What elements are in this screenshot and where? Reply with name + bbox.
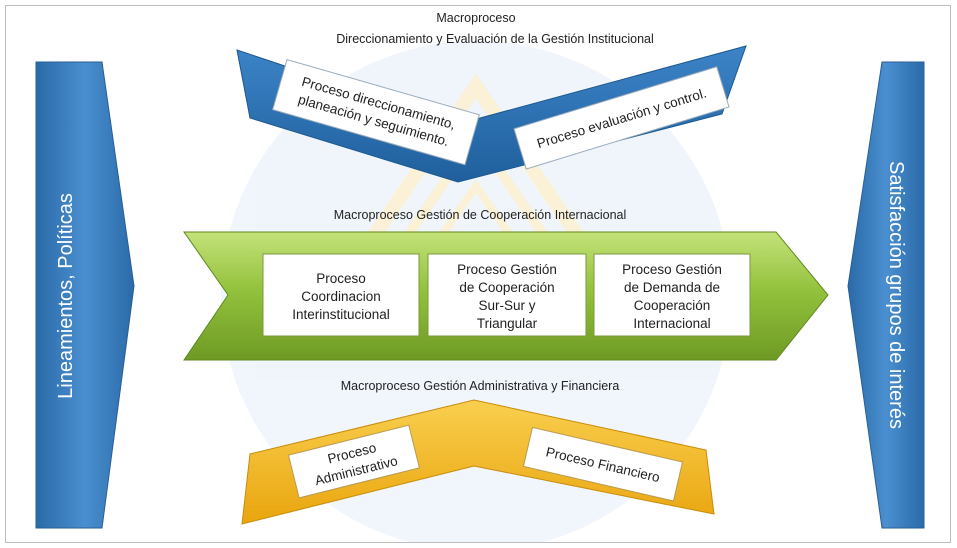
macro-cooperacion: Macroproceso Gestión de Cooperación Inte… (183, 208, 829, 361)
box-coordinacion-line1: Proceso (316, 271, 366, 286)
box-demanda: Proceso Gestión de Demanda de Cooperació… (593, 253, 751, 337)
box-demanda-line4: Internacional (633, 316, 710, 331)
box-sur-sur-line3: Sur-Sur y (478, 298, 535, 313)
macro-bottom-title: Macroproceso Gestión Administrativa y Fi… (341, 379, 620, 393)
input-arrow-label: Lineamientos, Políticas (55, 193, 77, 399)
macro-middle-title: Macroproceso Gestión de Cooperación Inte… (334, 208, 627, 222)
diagram-frame: Lineamientos, Políticas Satisfacción gru… (5, 5, 951, 543)
box-demanda-line3: Cooperación (634, 298, 711, 313)
input-arrow: Lineamientos, Políticas (35, 61, 135, 529)
box-demanda-line1: Proceso Gestión (622, 262, 722, 277)
box-coordinacion-line3: Interinstitucional (292, 307, 390, 322)
macro-administrativa: Macroproceso Gestión Administrativa y Fi… (241, 379, 715, 525)
box-sur-sur-line4: Triangular (477, 316, 538, 331)
output-arrow-label: Satisfacción grupos de interés (885, 161, 907, 429)
output-arrow: Satisfacción grupos de interés (847, 61, 925, 529)
process-map-diagram: Lineamientos, Políticas Satisfacción gru… (35, 11, 925, 542)
box-sur-sur-line2: de Cooperación (459, 280, 554, 295)
box-coordinacion-line2: Coordinacion (301, 289, 381, 304)
macro-top-title-line1: Macroproceso (436, 11, 515, 25)
macro-top-title-line2: Direccionamiento y Evaluación de la Gest… (336, 32, 654, 46)
box-coordinacion: Proceso Coordinacion Interinstitucional (262, 253, 420, 337)
box-administrativo: Proceso Administrativo (287, 424, 421, 499)
box-demanda-line2: de Demanda de (624, 280, 720, 295)
box-sur-sur: Proceso Gestión de Cooperación Sur-Sur y… (427, 253, 587, 337)
box-sur-sur-line1: Proceso Gestión (457, 262, 557, 277)
